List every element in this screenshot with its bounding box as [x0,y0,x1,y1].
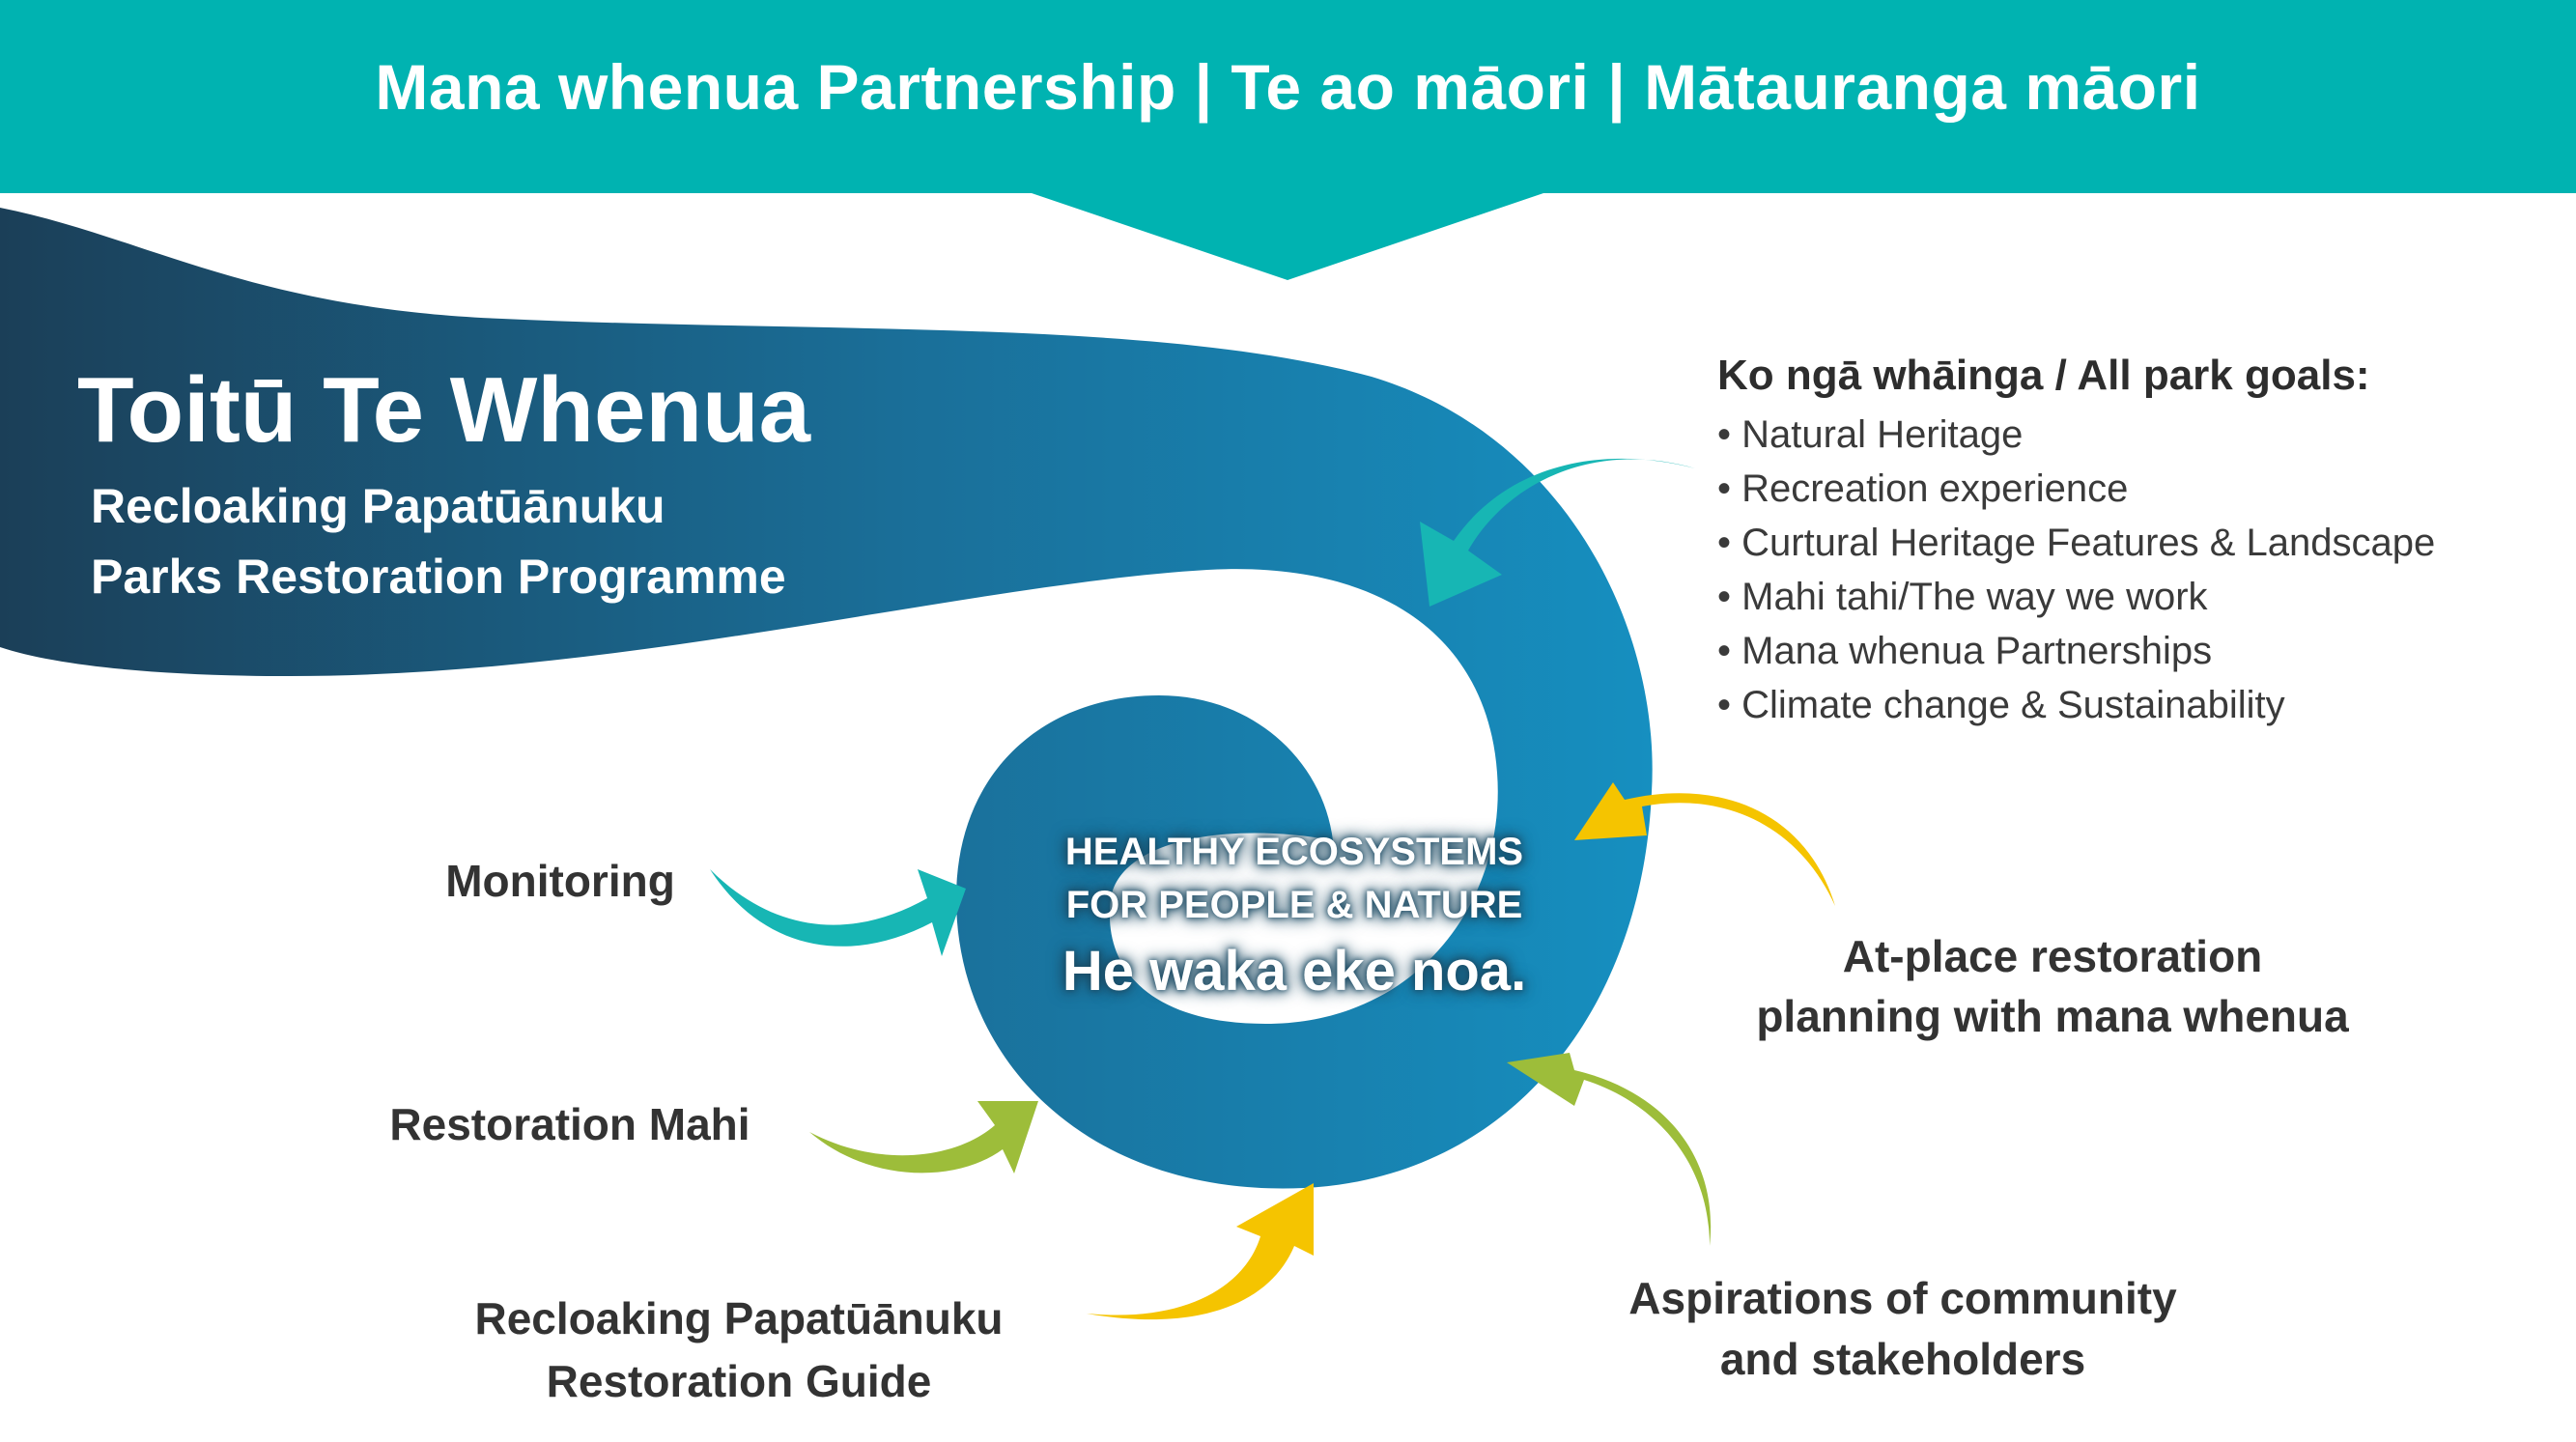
guide-label-line-1: Recloaking Papatūānuku [474,1293,1004,1343]
aspirations-arrow-icon [1507,1053,1712,1246]
guide-label-line-2: Restoration Guide [546,1356,932,1406]
aspirations-label-line-2: and stakeholders [1719,1334,2086,1384]
goals-heading: Ko ngā whāinga / All park goals: [1717,352,2370,399]
monitoring-arrow-icon [710,869,966,956]
goal-item: • Mahi tahi/The way we work [1717,576,2208,618]
center-line-1: HEALTHY ECOSYSTEMS [1064,831,1524,873]
goal-item: • Recreation experience [1717,467,2129,510]
goal-item: • Climate change & Sustainability [1717,684,2285,726]
spiral-wave [0,208,1653,1189]
goal-item: • Mana whenua Partnerships [1717,630,2213,672]
planning-label-line-1: At-place restoration [1842,931,2263,981]
restoration-mahi-arrow-icon [809,1101,1038,1173]
center-motto: He waka eke noa. [1062,940,1527,1003]
monitoring-label: Monitoring [445,856,675,906]
subtitle-recloaking: Recloaking Papatūānuku [91,479,665,533]
goal-item: • Natural Heritage [1717,413,2024,456]
restoration-mahi-label: Restoration Mahi [389,1099,750,1149]
top-banner [0,0,2576,280]
subtitle-programme: Parks Restoration Programme [91,550,786,604]
banner-text: Mana whenua Partnership | Te ao māori | … [375,51,2201,123]
guide-arrow-icon [1087,1183,1314,1320]
planning-label-line-2: planning with mana whenua [1756,991,2349,1041]
planning-arrow-icon [1574,782,1835,906]
page-title: Toitū Te Whenua [77,358,810,462]
goal-item: • Curtural Heritage Features & Landscape [1717,522,2436,564]
goals-arrow-icon [1420,458,1695,607]
aspirations-label-line-1: Aspirations of community [1628,1273,2177,1323]
center-line-2: FOR PEOPLE & NATURE [1065,884,1523,926]
